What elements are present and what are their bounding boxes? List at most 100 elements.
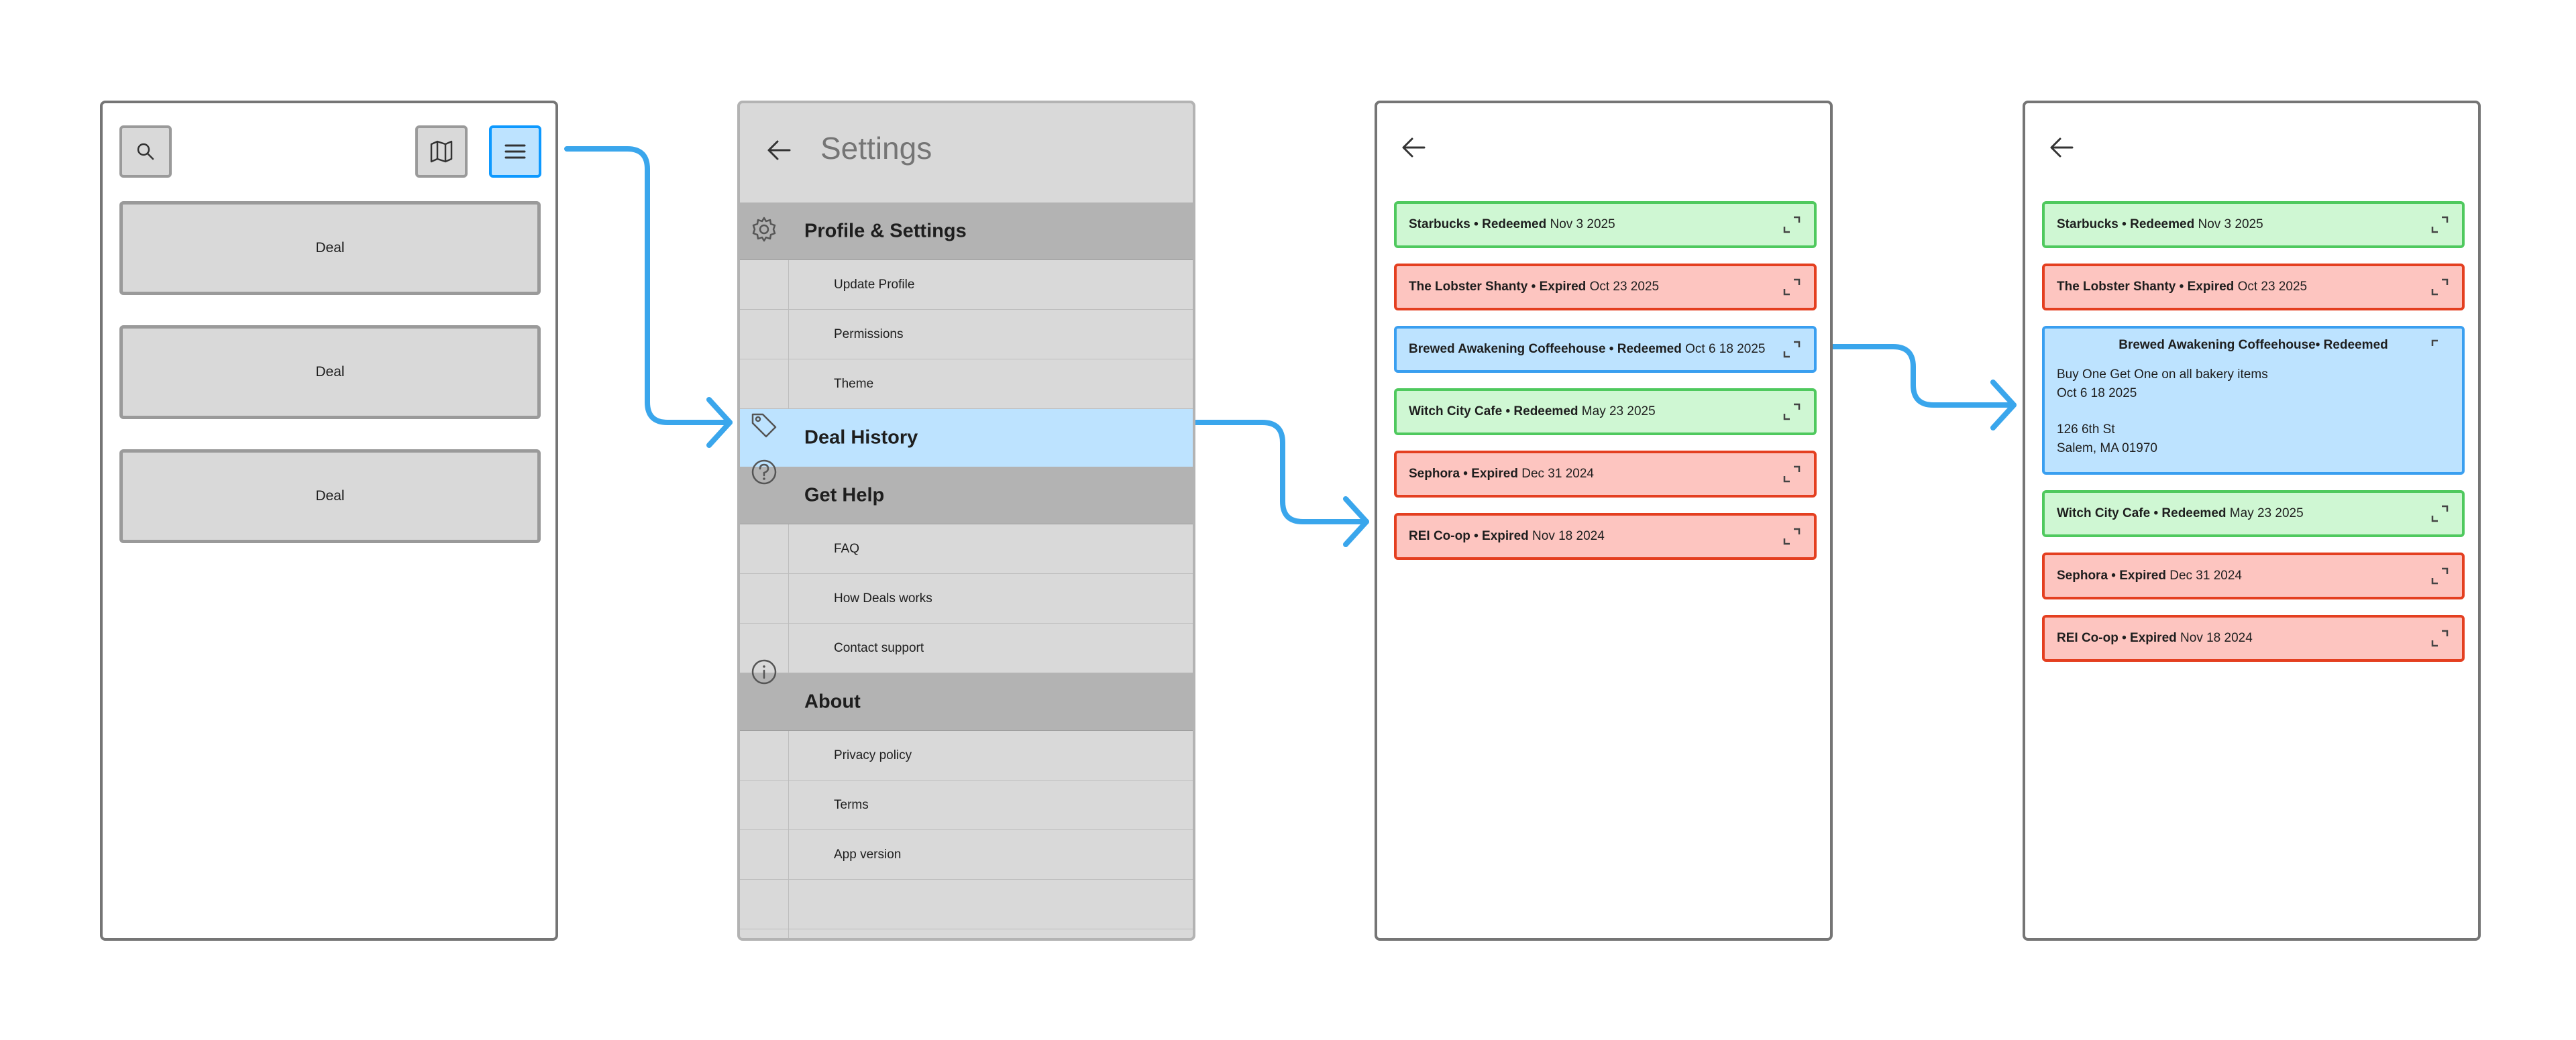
- menu-item-app-version[interactable]: App version: [740, 830, 1193, 880]
- expand-icon[interactable]: [1782, 339, 1802, 359]
- deal-status: Expired: [1471, 467, 1518, 481]
- section-about[interactable]: About: [740, 673, 1193, 731]
- section-label: Profile & Settings: [804, 220, 967, 241]
- deal-date: Oct 23 2025: [1589, 280, 1660, 294]
- deal-date: Dec 31 2024: [1521, 467, 1594, 481]
- history-item-text: Sephora • Expired Dec 31 2024: [2057, 569, 2242, 583]
- menu-item-how-deals-works[interactable]: How Deals works: [740, 574, 1193, 624]
- tag-icon: [751, 413, 777, 438]
- menu-button[interactable]: [489, 125, 541, 178]
- menu-item-label: Privacy policy: [834, 748, 912, 762]
- expand-icon[interactable]: [1782, 402, 1802, 422]
- menu-item-update-profile[interactable]: Update Profile: [740, 260, 1193, 310]
- history-item[interactable]: Sephora • Expired Dec 31 2024: [1394, 451, 1817, 498]
- deal-card[interactable]: Deal: [119, 325, 541, 419]
- deal-status: Redeemed: [2161, 506, 2226, 520]
- history-item[interactable]: The Lobster Shanty • Expired Oct 23 2025: [1394, 264, 1817, 310]
- history-item-text: Sephora • Expired Dec 31 2024: [1409, 467, 1594, 481]
- deal-status: Redeemed: [1482, 217, 1547, 231]
- menu-item-label: App version: [834, 847, 902, 862]
- search-button[interactable]: [119, 125, 172, 178]
- flow-arrow-settings-to-history-head: [1343, 496, 1369, 547]
- back-arrow-icon[interactable]: [1400, 135, 1427, 160]
- history-item[interactable]: REI Co-op • Expired Nov 18 2024: [2042, 615, 2465, 662]
- history-item[interactable]: The Lobster Shanty • Expired Oct 23 2025: [2042, 264, 2465, 310]
- history-item[interactable]: Sephora • Expired Dec 31 2024: [2042, 553, 2465, 599]
- history-item-text: Witch City Cafe • Redeemed May 23 2025: [2057, 506, 2304, 520]
- section-deal-history[interactable]: Deal History: [740, 409, 1193, 467]
- menu-item-theme[interactable]: Theme: [740, 359, 1193, 409]
- search-icon: [137, 143, 154, 160]
- deal-date: Nov 3 2025: [2198, 217, 2263, 231]
- history-item[interactable]: Starbucks • Redeemed Nov 3 2025: [2042, 201, 2465, 248]
- menu-item-permissions[interactable]: Permissions: [740, 310, 1193, 359]
- expand-icon[interactable]: [2430, 628, 2450, 648]
- section-label: Deal History: [804, 426, 918, 449]
- collapse-icon[interactable]: [2430, 338, 2450, 358]
- hamburger-menu-icon: [504, 144, 526, 159]
- history-item[interactable]: Brewed Awakening Coffeehouse • Redeemed …: [1394, 326, 1817, 373]
- back-arrow-icon[interactable]: [2048, 135, 2075, 160]
- deal-status: Redeemed: [1513, 404, 1578, 418]
- deal-name: The Lobster Shanty: [2057, 280, 2176, 294]
- deal-date: Oct 23 2025: [2237, 280, 2308, 294]
- icon-rail: [740, 203, 789, 938]
- deal-date: May 23 2025: [1581, 404, 1656, 418]
- deal-name: Starbucks: [2057, 217, 2118, 231]
- deal-date: Dec 31 2024: [2169, 569, 2242, 583]
- expand-icon[interactable]: [2430, 215, 2450, 235]
- section-get-help[interactable]: Get Help: [740, 467, 1193, 524]
- deal-date: Nov 18 2024: [2180, 631, 2253, 645]
- deal-date: Nov 3 2025: [1550, 217, 1615, 231]
- deal-date: Nov 18 2024: [1532, 529, 1605, 543]
- back-arrow-icon[interactable]: [765, 138, 792, 162]
- deal-name: Sephora: [2057, 569, 2108, 583]
- menu-item-contact-support[interactable]: Contact support: [740, 624, 1193, 673]
- history-item-text: REI Co-op • Expired Nov 18 2024: [1409, 529, 1605, 543]
- expand-icon[interactable]: [2430, 504, 2450, 524]
- map-button[interactable]: [415, 125, 468, 178]
- expand-icon[interactable]: [1782, 464, 1802, 484]
- expanded-deal-card[interactable]: Brewed Awakening Coffeehouse• Redeemed B…: [2042, 326, 2465, 475]
- home-screen: Deal Deal Deal: [100, 101, 558, 941]
- menu-item-label: Contact support: [834, 640, 924, 655]
- history-item[interactable]: Starbucks • Redeemed Nov 3 2025: [1394, 201, 1817, 248]
- deal-history-screen: Starbucks • Redeemed Nov 3 2025 The Lobs…: [1375, 101, 1833, 941]
- section-profile-settings[interactable]: Profile & Settings: [740, 203, 1193, 260]
- deal-card[interactable]: Deal: [119, 201, 541, 295]
- gear-icon: [752, 217, 776, 242]
- menu-item-privacy-policy[interactable]: Privacy policy: [740, 731, 1193, 781]
- deal-status: Expired: [2187, 280, 2235, 294]
- flow-arrow-history-to-detail-head: [1990, 380, 2017, 430]
- map-icon: [430, 140, 453, 163]
- deal-status: Expired: [1539, 280, 1587, 294]
- deal-name: REI Co-op: [2057, 631, 2118, 645]
- page-title: Settings: [820, 131, 932, 166]
- history-item[interactable]: Witch City Cafe • Redeemed May 23 2025: [1394, 388, 1817, 435]
- menu-item-faq[interactable]: FAQ: [740, 524, 1193, 574]
- expanded-deal-date: Oct 6 18 2025: [2057, 386, 2137, 400]
- history-item[interactable]: REI Co-op • Expired Nov 18 2024: [1394, 513, 1817, 560]
- deal-card[interactable]: Deal: [119, 449, 541, 543]
- menu-item-label: FAQ: [834, 541, 860, 556]
- expand-icon[interactable]: [2430, 277, 2450, 297]
- history-item[interactable]: Witch City Cafe • Redeemed May 23 2025: [2042, 490, 2465, 537]
- menu-item-label: Update Profile: [834, 277, 915, 292]
- deal-name: Brewed Awakening Coffeehouse: [1409, 342, 1606, 356]
- history-item-text: Starbucks • Redeemed Nov 3 2025: [1409, 217, 1615, 231]
- deal-name: Witch City Cafe: [2057, 506, 2151, 520]
- expand-icon[interactable]: [1782, 277, 1802, 297]
- expand-icon[interactable]: [1782, 215, 1802, 235]
- expand-icon[interactable]: [1782, 526, 1802, 546]
- deal-name: Starbucks: [1409, 217, 1470, 231]
- expand-icon[interactable]: [2430, 566, 2450, 586]
- expanded-deal-offer: Buy One Get One on all bakery items: [2057, 367, 2268, 382]
- deal-status: Expired: [2130, 631, 2177, 645]
- flow-arrow-history-to-detail: [1820, 344, 2017, 408]
- flow-arrow-menu-to-settings: [564, 146, 733, 425]
- history-item-text: The Lobster Shanty • Expired Oct 23 2025: [2057, 280, 2308, 294]
- menu-item-terms[interactable]: Terms: [740, 781, 1193, 830]
- menu-item-label: How Deals works: [834, 591, 932, 605]
- deal-history-expanded-screen: Starbucks • Redeemed Nov 3 2025 The Lobs…: [2023, 101, 2481, 941]
